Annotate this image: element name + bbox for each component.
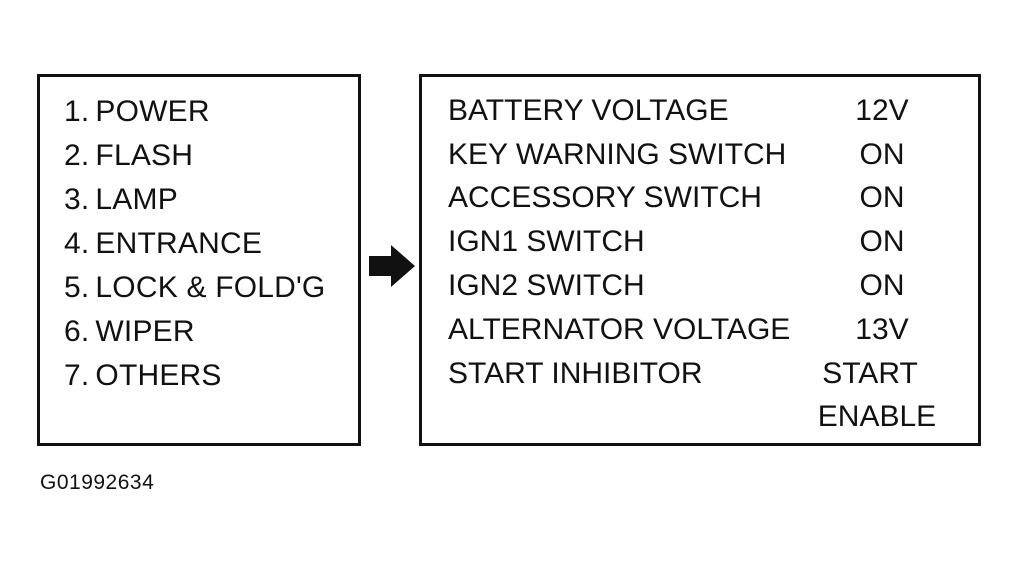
status-value-ign2-switch: ON	[859, 269, 905, 302]
menu-item-label: FLASH	[95, 139, 194, 172]
menu-item-label: ENTRANCE	[95, 227, 263, 260]
menu-item-power[interactable]: 1.POWER	[64, 95, 210, 129]
status-value-alternator-voltage: 13V	[855, 313, 909, 346]
status-value-start-inhibitor: START	[822, 357, 918, 390]
status-value-battery-voltage: 12V	[855, 94, 909, 127]
status-value-accessory-switch: ON	[859, 181, 905, 214]
menu-item-entrance[interactable]: 4.ENTRANCE	[64, 227, 262, 261]
menu-item-number: 2.	[64, 139, 90, 172]
menu-item-number: 1.	[64, 95, 90, 128]
right-arrow-icon	[369, 245, 415, 287]
menu-item-label: OTHERS	[95, 359, 222, 392]
menu-item-number: 4.	[64, 227, 90, 260]
menu-item-number: 6.	[64, 315, 90, 348]
menu-item-lock-fold[interactable]: 5.LOCK & FOLD'G	[64, 271, 325, 305]
status-value-ign1-switch: ON	[859, 225, 905, 258]
status-value-start-inhibitor-continuation: ENABLE	[817, 400, 937, 433]
menu-panel: 1.POWER 2.FLASH 3.LAMP 4.ENTRANCE 5.LOCK…	[37, 74, 361, 446]
menu-item-label: POWER	[95, 95, 210, 128]
status-label-battery-voltage: BATTERY VOLTAGE	[448, 94, 729, 127]
menu-item-others[interactable]: 7.OTHERS	[64, 359, 222, 393]
status-value-key-warning-switch: ON	[859, 138, 905, 171]
status-label-ign1-switch: IGN1 SWITCH	[448, 225, 645, 258]
status-label-ign2-switch: IGN2 SWITCH	[448, 269, 645, 302]
status-panel: BATTERY VOLTAGE 12V KEY WARNING SWITCH O…	[419, 74, 981, 446]
menu-item-flash[interactable]: 2.FLASH	[64, 139, 193, 173]
menu-item-wiper[interactable]: 6.WIPER	[64, 315, 195, 349]
status-label-accessory-switch: ACCESSORY SWITCH	[448, 181, 762, 214]
menu-item-label: WIPER	[95, 315, 195, 348]
menu-item-label: LAMP	[95, 183, 178, 216]
menu-item-number: 5.	[64, 271, 90, 304]
menu-item-number: 7.	[64, 359, 90, 392]
menu-item-number: 3.	[64, 183, 90, 216]
figure-id: G01992634	[40, 471, 155, 494]
status-label-start-inhibitor: START INHIBITOR	[448, 357, 703, 390]
status-label-alternator-voltage: ALTERNATOR VOLTAGE	[448, 313, 791, 346]
menu-item-lamp[interactable]: 3.LAMP	[64, 183, 178, 217]
status-label-key-warning-switch: KEY WARNING SWITCH	[448, 138, 787, 171]
menu-item-label: LOCK & FOLD'G	[95, 271, 326, 304]
